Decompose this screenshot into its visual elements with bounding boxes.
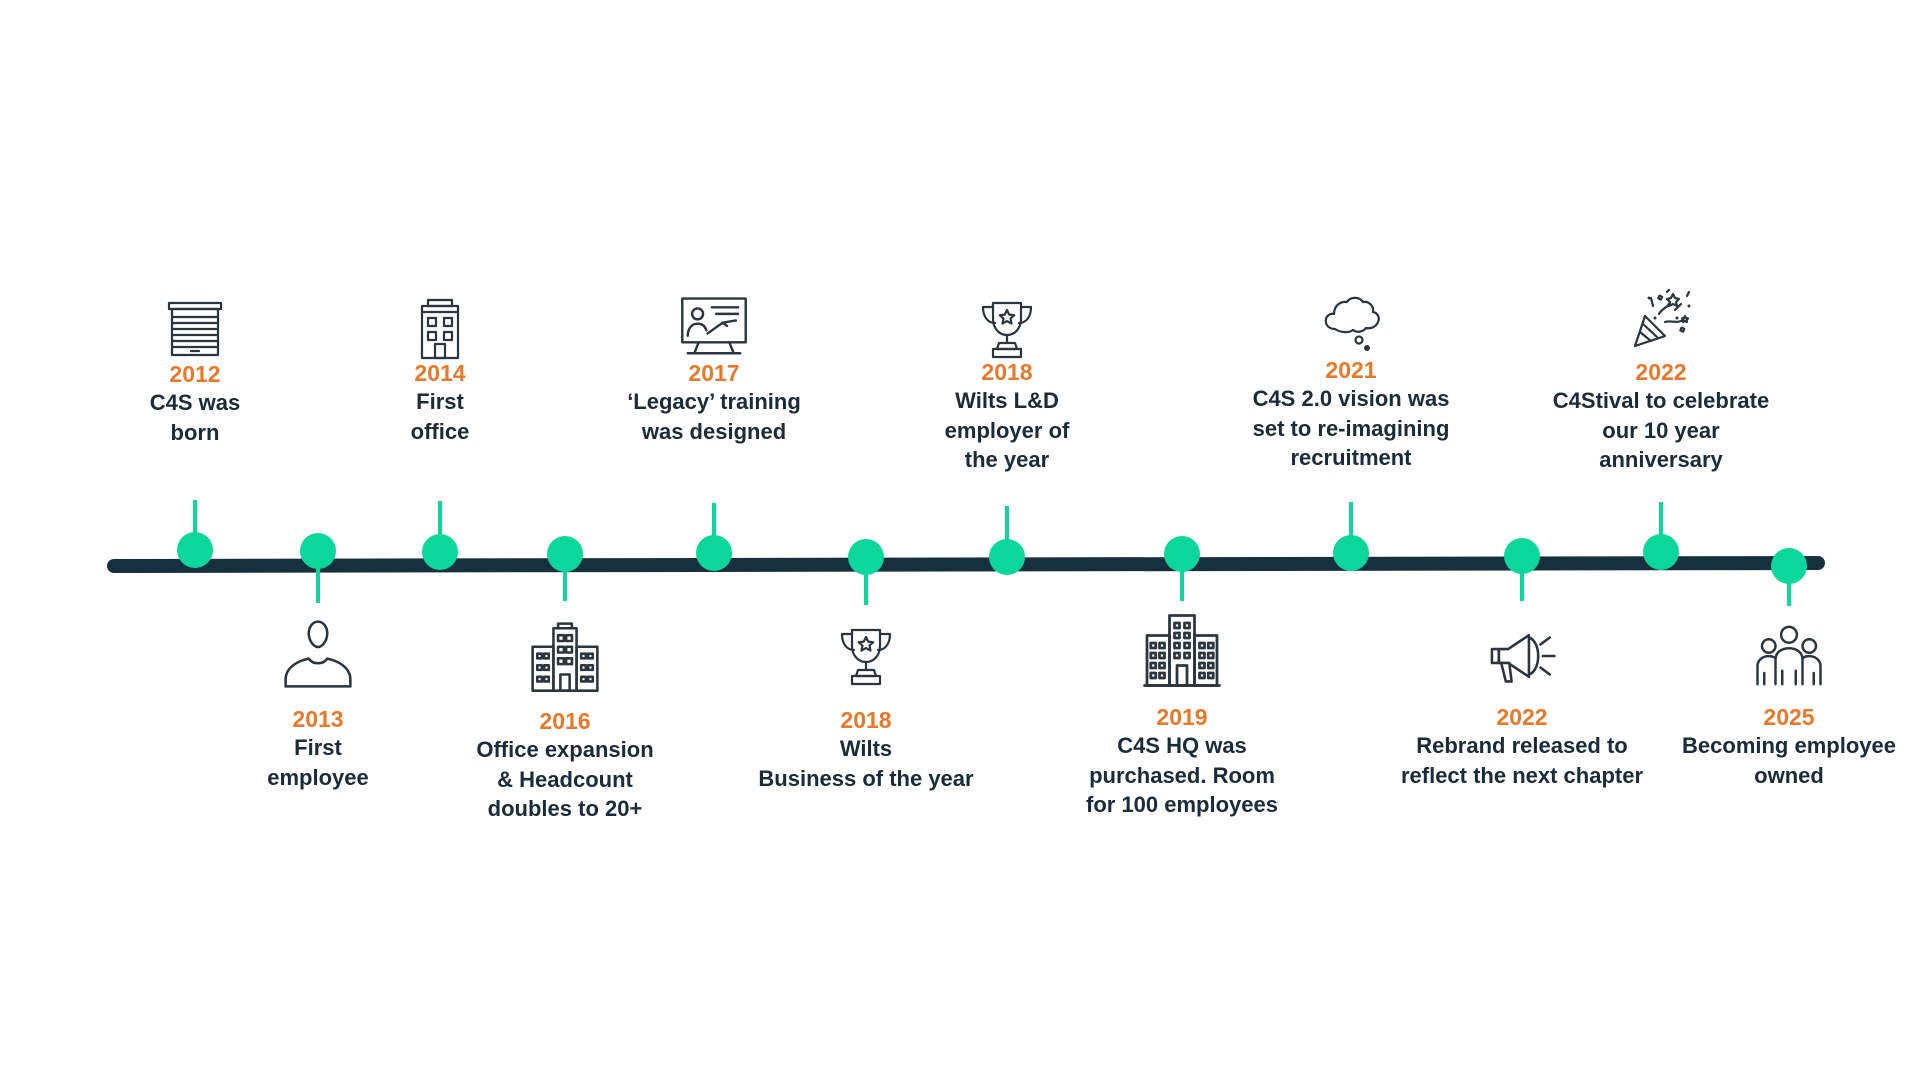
event-description-line: our 10 year bbox=[1602, 417, 1720, 443]
event-description-line: purchased. Room bbox=[1089, 762, 1275, 788]
event-description-line: Becoming employee bbox=[1682, 733, 1896, 758]
event-description-line: & Headcount bbox=[497, 766, 633, 792]
event-description-line: owned bbox=[1754, 762, 1824, 788]
timeline-node bbox=[422, 534, 458, 570]
event-year: 2014 bbox=[414, 360, 466, 386]
timeline-node bbox=[1333, 535, 1369, 571]
timeline-node bbox=[1164, 536, 1200, 572]
event-description-line: C4S HQ was bbox=[1117, 733, 1247, 758]
timeline-node bbox=[989, 539, 1025, 575]
event-description-line: reflect the next chapter bbox=[1400, 762, 1644, 788]
event-description-line: set to re-imagining bbox=[1252, 415, 1450, 441]
event-label: 2017 ‘Legacy’ training was designed bbox=[574, 360, 854, 446]
office-building-icon bbox=[408, 296, 472, 360]
event-year: 2022 bbox=[1496, 704, 1548, 730]
event-description-line: Office expansion bbox=[476, 737, 654, 762]
team-group-icon bbox=[1753, 619, 1825, 691]
event-description-line: Wilts bbox=[839, 736, 893, 761]
event-description-line: Rebrand released to bbox=[1416, 733, 1628, 758]
event-description-line: the year bbox=[964, 447, 1050, 472]
party-popper-icon bbox=[1629, 288, 1693, 352]
event-description-line: Wilts L&D bbox=[955, 388, 1059, 413]
event-description-line: was designed bbox=[641, 418, 787, 444]
event-year: 2025 bbox=[1763, 704, 1815, 730]
event-description-line: C4S was bbox=[149, 390, 241, 415]
event-description-line: for 100 employees bbox=[1086, 792, 1278, 817]
presentation-board-icon bbox=[679, 292, 749, 362]
trophy-icon bbox=[975, 297, 1039, 361]
event-description-line: Business of the year bbox=[758, 765, 974, 791]
timeline-node bbox=[1504, 538, 1540, 574]
event-year: 2019 bbox=[1156, 704, 1208, 730]
timeline-line bbox=[107, 556, 1825, 573]
event-description-line: C4Stival to celebrate bbox=[1552, 388, 1770, 413]
garage-door-icon bbox=[163, 297, 227, 361]
event-year: 2012 bbox=[169, 361, 221, 387]
person-icon bbox=[281, 617, 355, 691]
megaphone-icon bbox=[1485, 619, 1559, 693]
event-description-line: born bbox=[170, 419, 220, 445]
timeline-node bbox=[1643, 534, 1679, 570]
event-description-line: recruitment bbox=[1290, 445, 1412, 470]
event-year: 2018 bbox=[840, 707, 892, 733]
office-complex-icon bbox=[528, 619, 602, 693]
event-description-line: ‘Legacy’ training bbox=[627, 389, 801, 414]
timeline-node bbox=[177, 532, 213, 568]
event-description-line: First bbox=[416, 389, 464, 414]
event-year: 2017 bbox=[688, 360, 740, 386]
event-description-line: First bbox=[294, 735, 342, 760]
headquarters-building-icon bbox=[1142, 608, 1222, 688]
event-description-line: C4S 2.0 vision was bbox=[1252, 386, 1450, 411]
timeline-node bbox=[300, 533, 336, 569]
trophy-icon bbox=[834, 624, 898, 688]
event-year: 2021 bbox=[1325, 357, 1377, 383]
event-description-line: employer of bbox=[944, 417, 1070, 443]
event-description-line: employee bbox=[267, 764, 369, 790]
event-year: 2016 bbox=[539, 708, 591, 734]
event-year: 2013 bbox=[292, 706, 344, 732]
event-description-line: anniversary bbox=[1599, 447, 1723, 472]
event-description-line: doubles to 20+ bbox=[487, 796, 643, 821]
timeline-node bbox=[696, 535, 732, 571]
event-description-line: office bbox=[410, 418, 470, 444]
timeline-node bbox=[1771, 548, 1807, 584]
timeline-node bbox=[547, 536, 583, 572]
thought-cloud-icon bbox=[1319, 289, 1383, 353]
event-year: 2018 bbox=[981, 359, 1033, 385]
timeline-node bbox=[848, 539, 884, 575]
event-year: 2022 bbox=[1635, 359, 1687, 385]
